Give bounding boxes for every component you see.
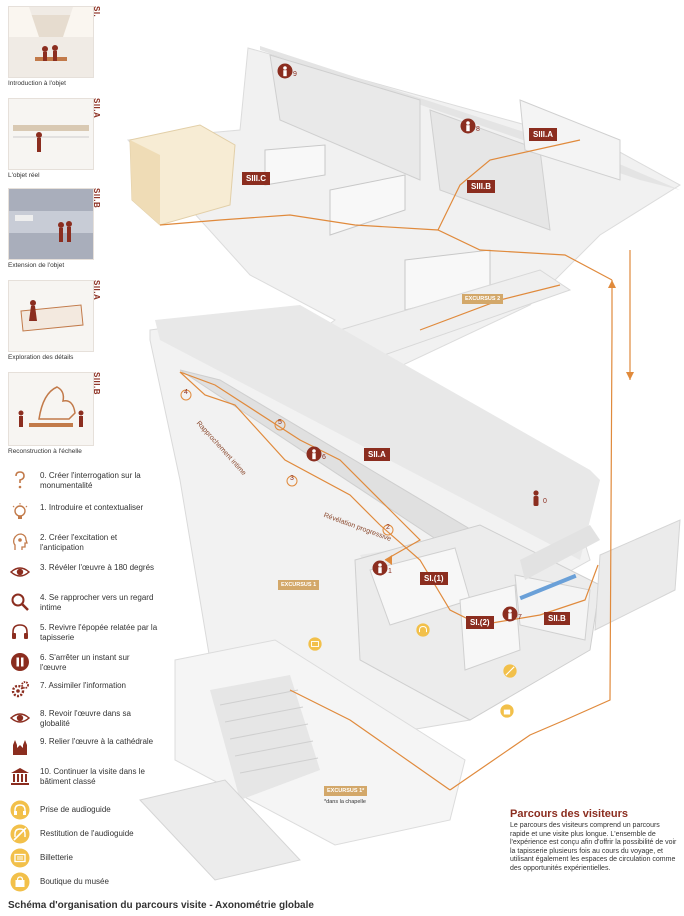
zone-tag-siii-b: SIII.B: [467, 180, 496, 193]
axonometric-diagram: SIII.A SIII.B SIII.C SII.A SII.B SI.(1) …: [120, 0, 684, 916]
zone-tag-siii-c: SIII.C: [242, 172, 271, 185]
classical-building-icon: [11, 768, 29, 785]
legend-text: Billetterie: [40, 853, 73, 862]
legend-text: Prise de audioguide: [40, 805, 111, 814]
legend-item: 9. Relier l'œuvre à la cathédrale: [8, 736, 158, 762]
marker-9: 9: [277, 63, 297, 79]
marker-3: 3: [286, 474, 298, 487]
legend-item: 1. Introduire et contextualiser: [8, 502, 158, 528]
thumbnail-reconstruction: [8, 372, 94, 446]
audioguide-take-icon: [10, 800, 30, 820]
marker-1: 1: [372, 560, 392, 576]
zone-tag-siii-a: SIII.A: [529, 128, 558, 141]
marker-2: 2: [382, 523, 394, 536]
legend-text: 1. Introduire et contextualiser: [40, 503, 144, 512]
legend-text: 5. Revivre l'épopée relatée par la tapis…: [40, 623, 158, 642]
audioguide-return-marker: [503, 664, 517, 678]
thumbnail-code: SII.A: [92, 280, 101, 301]
shopping-bag-icon: [500, 704, 514, 718]
legend-item: 7. Assimiler l'information: [8, 680, 158, 706]
thumbnail-extension: [8, 188, 94, 260]
legend-text: 3. Révéler l'œuvre à 180 degrés: [40, 563, 155, 572]
visitor-path-info: Parcours des visiteurs Le parcours des v…: [510, 808, 680, 873]
excursus-tag-2: EXCURSUS 2: [462, 294, 504, 304]
legend-text: 10. Continuer la visite dans le bâtiment…: [40, 767, 145, 786]
shop-marker: [500, 704, 514, 718]
head-spark-icon: [13, 533, 28, 550]
axonometric-drawing: [126, 46, 681, 881]
headphones-icon: [12, 624, 28, 639]
legend-text: 2. Créer l'excitation et l'anticipation: [40, 533, 118, 552]
legend-item: 4. Se rapprocher vers un regard intime: [8, 592, 158, 618]
audioguide-take-icon: [416, 623, 430, 637]
thumbnail-caption: Exploration des détails: [8, 354, 74, 361]
legend-text: Boutique du musée: [40, 877, 109, 886]
legend-text: Restitution de l'audioguide: [40, 829, 134, 838]
legend-item: Boutique du musée: [8, 872, 158, 898]
lightbulb-icon: [12, 503, 28, 519]
marker-4: 4: [180, 388, 192, 401]
marker-7: 7: [502, 606, 522, 622]
ticket-icon: [308, 637, 322, 651]
legend-item: 10. Continuer la visite dans le bâtiment…: [8, 766, 158, 792]
thumbnail-real-object: [8, 98, 94, 170]
question-icon: [15, 471, 25, 489]
excursus-tag-1: EXCURSUS 1: [278, 580, 320, 590]
legend-item: 3. Révéler l'œuvre à 180 degrés: [8, 562, 158, 588]
thumbnail-code: SIII.B: [92, 372, 101, 396]
thumbnail-caption: L'objet réel: [8, 172, 40, 179]
legend-item: Prise de audioguide: [8, 800, 158, 826]
ticket-icon: [10, 848, 30, 868]
thumbnail-code: SII.A: [92, 98, 101, 119]
thumbnail-caption: Introduction à l'objet: [8, 80, 66, 87]
legend-item: 5. Revivre l'épopée relatée par la tapis…: [8, 622, 158, 648]
marker-6: 6: [306, 446, 326, 462]
zone-tag-sii-b: SII.B: [544, 612, 570, 625]
legend-item: Restitution de l'audioguide: [8, 824, 158, 850]
thumbnail-caption: Reconstruction à l'échelle: [8, 448, 82, 455]
legend-item: 6. S'arrêter un instant sur l'œuvre: [8, 652, 158, 678]
pause-icon: [11, 653, 29, 671]
thumbnail-caption: Extension de l'objet: [8, 262, 65, 269]
billetterie-marker: [308, 637, 322, 651]
excursus-tag-1-star: EXCURSUS 1*: [324, 786, 368, 796]
thumbnail-introduction: [8, 6, 94, 78]
legend-text: 8. Revoir l'œuvre dans sa globalité: [40, 709, 131, 728]
zone-tag-si-2: SI.(2): [466, 616, 494, 629]
marker-0: 0: [530, 490, 547, 508]
legend-item: 0. Créer l'interrogation sur la monument…: [8, 470, 158, 496]
zone-tag-si-1: SI.(1): [420, 572, 448, 585]
marker-5: 5: [274, 418, 286, 431]
audioguide-return-icon: [10, 824, 30, 844]
legend-text: 6. S'arrêter un instant sur l'œuvre: [40, 653, 130, 672]
figure-caption: Schéma d'organisation du parcours visite…: [8, 900, 314, 911]
shopping-bag-icon: [10, 872, 30, 892]
legend-item: Billetterie: [8, 848, 158, 874]
audioguide-marker: [416, 623, 430, 637]
info-body: Le parcours des visiteurs comprend un pa…: [510, 822, 677, 872]
eye-icon: [10, 713, 30, 723]
legend-item: 8. Revoir l'œuvre dans sa globalité: [8, 708, 158, 734]
excursus-note: *dans la chapelle: [324, 799, 366, 805]
thumbnail-code: SI.: [92, 6, 101, 18]
info-title: Parcours des visiteurs: [510, 808, 629, 820]
legend-item: 2. Créer l'excitation et l'anticipation: [8, 532, 158, 558]
marker-8: 8: [460, 118, 480, 134]
magnifier-icon: [11, 593, 29, 611]
legend-text: 9. Relier l'œuvre à la cathédrale: [40, 737, 154, 746]
cathedral-icon: [13, 740, 27, 755]
zone-tag-sii-a: SII.A: [364, 448, 390, 461]
legend-text: 0. Créer l'interrogation sur la monument…: [40, 471, 141, 490]
legend-text: 7. Assimiler l'information: [40, 681, 126, 690]
legend-text: 4. Se rapprocher vers un regard intime: [40, 593, 154, 612]
thumbnail-details: [8, 280, 94, 352]
thumbnail-code: SII.B: [92, 188, 101, 209]
eye-icon: [10, 567, 30, 577]
audioguide-return-icon: [503, 664, 517, 678]
gears-icon: [11, 681, 29, 698]
thumbnail-column: SI. Introduction à l'objet SII.A L'objet…: [0, 0, 120, 916]
